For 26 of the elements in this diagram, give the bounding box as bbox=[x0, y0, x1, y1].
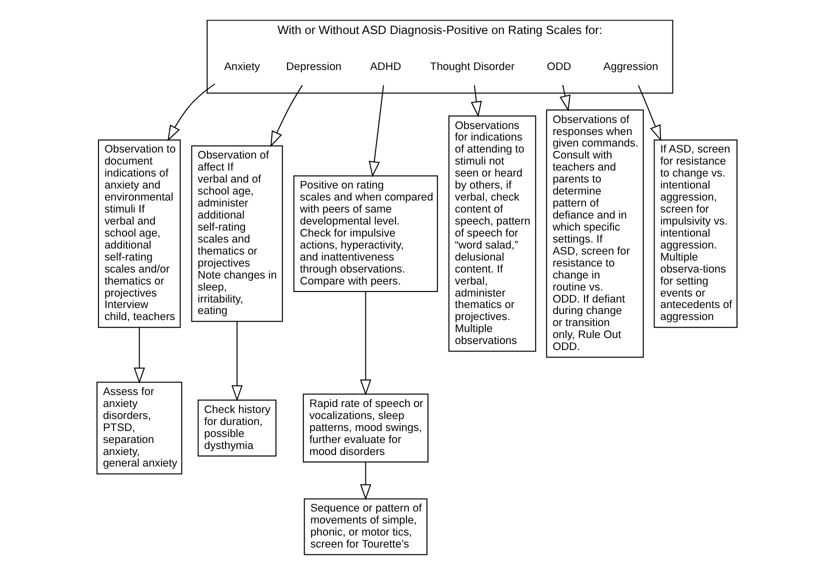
node-box: Observation to document indications of anxiety and environmental stimuli If verbal and school age, additional self-rating scales and/or thematics or projectives Interview child, teachers bbox=[97, 139, 180, 328]
arrow bbox=[360, 462, 371, 500]
arrow bbox=[360, 291, 371, 396]
node-box: Check history for duration, possible dysthymia bbox=[197, 400, 276, 456]
node-text: Anxiety bbox=[224, 60, 260, 73]
arrow bbox=[368, 84, 384, 178]
arrow bbox=[230, 321, 242, 402]
node-text: ODD bbox=[546, 60, 571, 73]
node-box: Assess for anxiety disorders, PTSD, separation anxiety, general anxiety bbox=[96, 382, 182, 474]
arrow bbox=[470, 84, 482, 118]
node-box: Positive on rating scales and when compared with peers of same developmental level. Check for impulsive actions, hyperactivity, and inattentiveness through observations. Compare with peers. bbox=[292, 175, 438, 292]
node-text: Depression bbox=[286, 60, 342, 73]
node-box: Observation of affect If verbal and of school age, administer additional self-rating scales and thematics or projectives Note changes in sleep, irritability, eating bbox=[190, 145, 282, 322]
node-box: Observations for indications of attending to stimuli not seen or heard by others, if verbal, check content of speech, pattern of speech for “word salad,” delusional content. If verbal, administer thematics or projectives. Multiple observations bbox=[448, 116, 536, 352]
node-box: Observations of responses when given commands. Consult with teachers and parents to determine pattern of defiance and in which specific settings. If ASD, screen for resistance to change in routine vs. ODD. If defiant during change or transition only, Rule Out ODD. bbox=[546, 110, 644, 358]
node-text: ADHD bbox=[370, 60, 401, 73]
node-text: Aggression bbox=[602, 60, 658, 73]
node-box: Sequence or pattern of movements of simple, phonic, or motor tics, screen for Tourette’s bbox=[303, 498, 427, 556]
arrow bbox=[133, 326, 144, 384]
arrow bbox=[637, 84, 661, 142]
arrow bbox=[559, 84, 570, 112]
arrow bbox=[270, 84, 302, 148]
arrow bbox=[167, 83, 215, 142]
node-box: If ASD, screen for resistance to change vs. intentional aggression, screen for impulsivity vs. intentional aggression. Multiple observa-tions for setting events or antecedents of aggression bbox=[653, 139, 737, 328]
node-box: Rapid rate of speech or vocalizations, sleep patterns, mood swings, further evaluate for mood disorders bbox=[302, 394, 428, 462]
node-text: Thought Disorder bbox=[430, 60, 514, 73]
